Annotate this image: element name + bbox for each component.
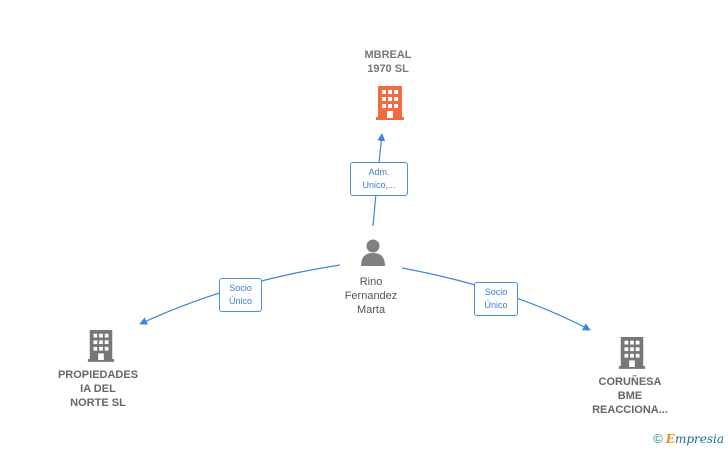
node-label-mbreal[interactable]: MBREAL 1970 SL xyxy=(364,49,412,75)
building-icon[interactable] xyxy=(617,334,647,370)
building-icon[interactable] xyxy=(86,327,116,363)
building-icon[interactable] xyxy=(374,84,406,120)
node-label-propiedades[interactable]: PROPIEDADES IA DEL NORTE SL xyxy=(57,369,139,409)
edge-label-socio-unico-left[interactable]: Socio Único xyxy=(219,278,262,312)
copyright-icon: © xyxy=(653,431,663,446)
edge-label-socio-unico-right[interactable]: Socio Único xyxy=(474,282,518,316)
person-icon[interactable] xyxy=(360,238,386,266)
node-label-person[interactable]: Rino Fernandez Marta xyxy=(344,276,398,316)
empresia-logo[interactable]: ©Empresia xyxy=(653,431,724,446)
node-label-corunesa[interactable]: CORUÑESA BME REACCIONA... xyxy=(592,376,668,416)
edge-label-adm-unico[interactable]: Adm. Unico,... xyxy=(350,162,408,196)
